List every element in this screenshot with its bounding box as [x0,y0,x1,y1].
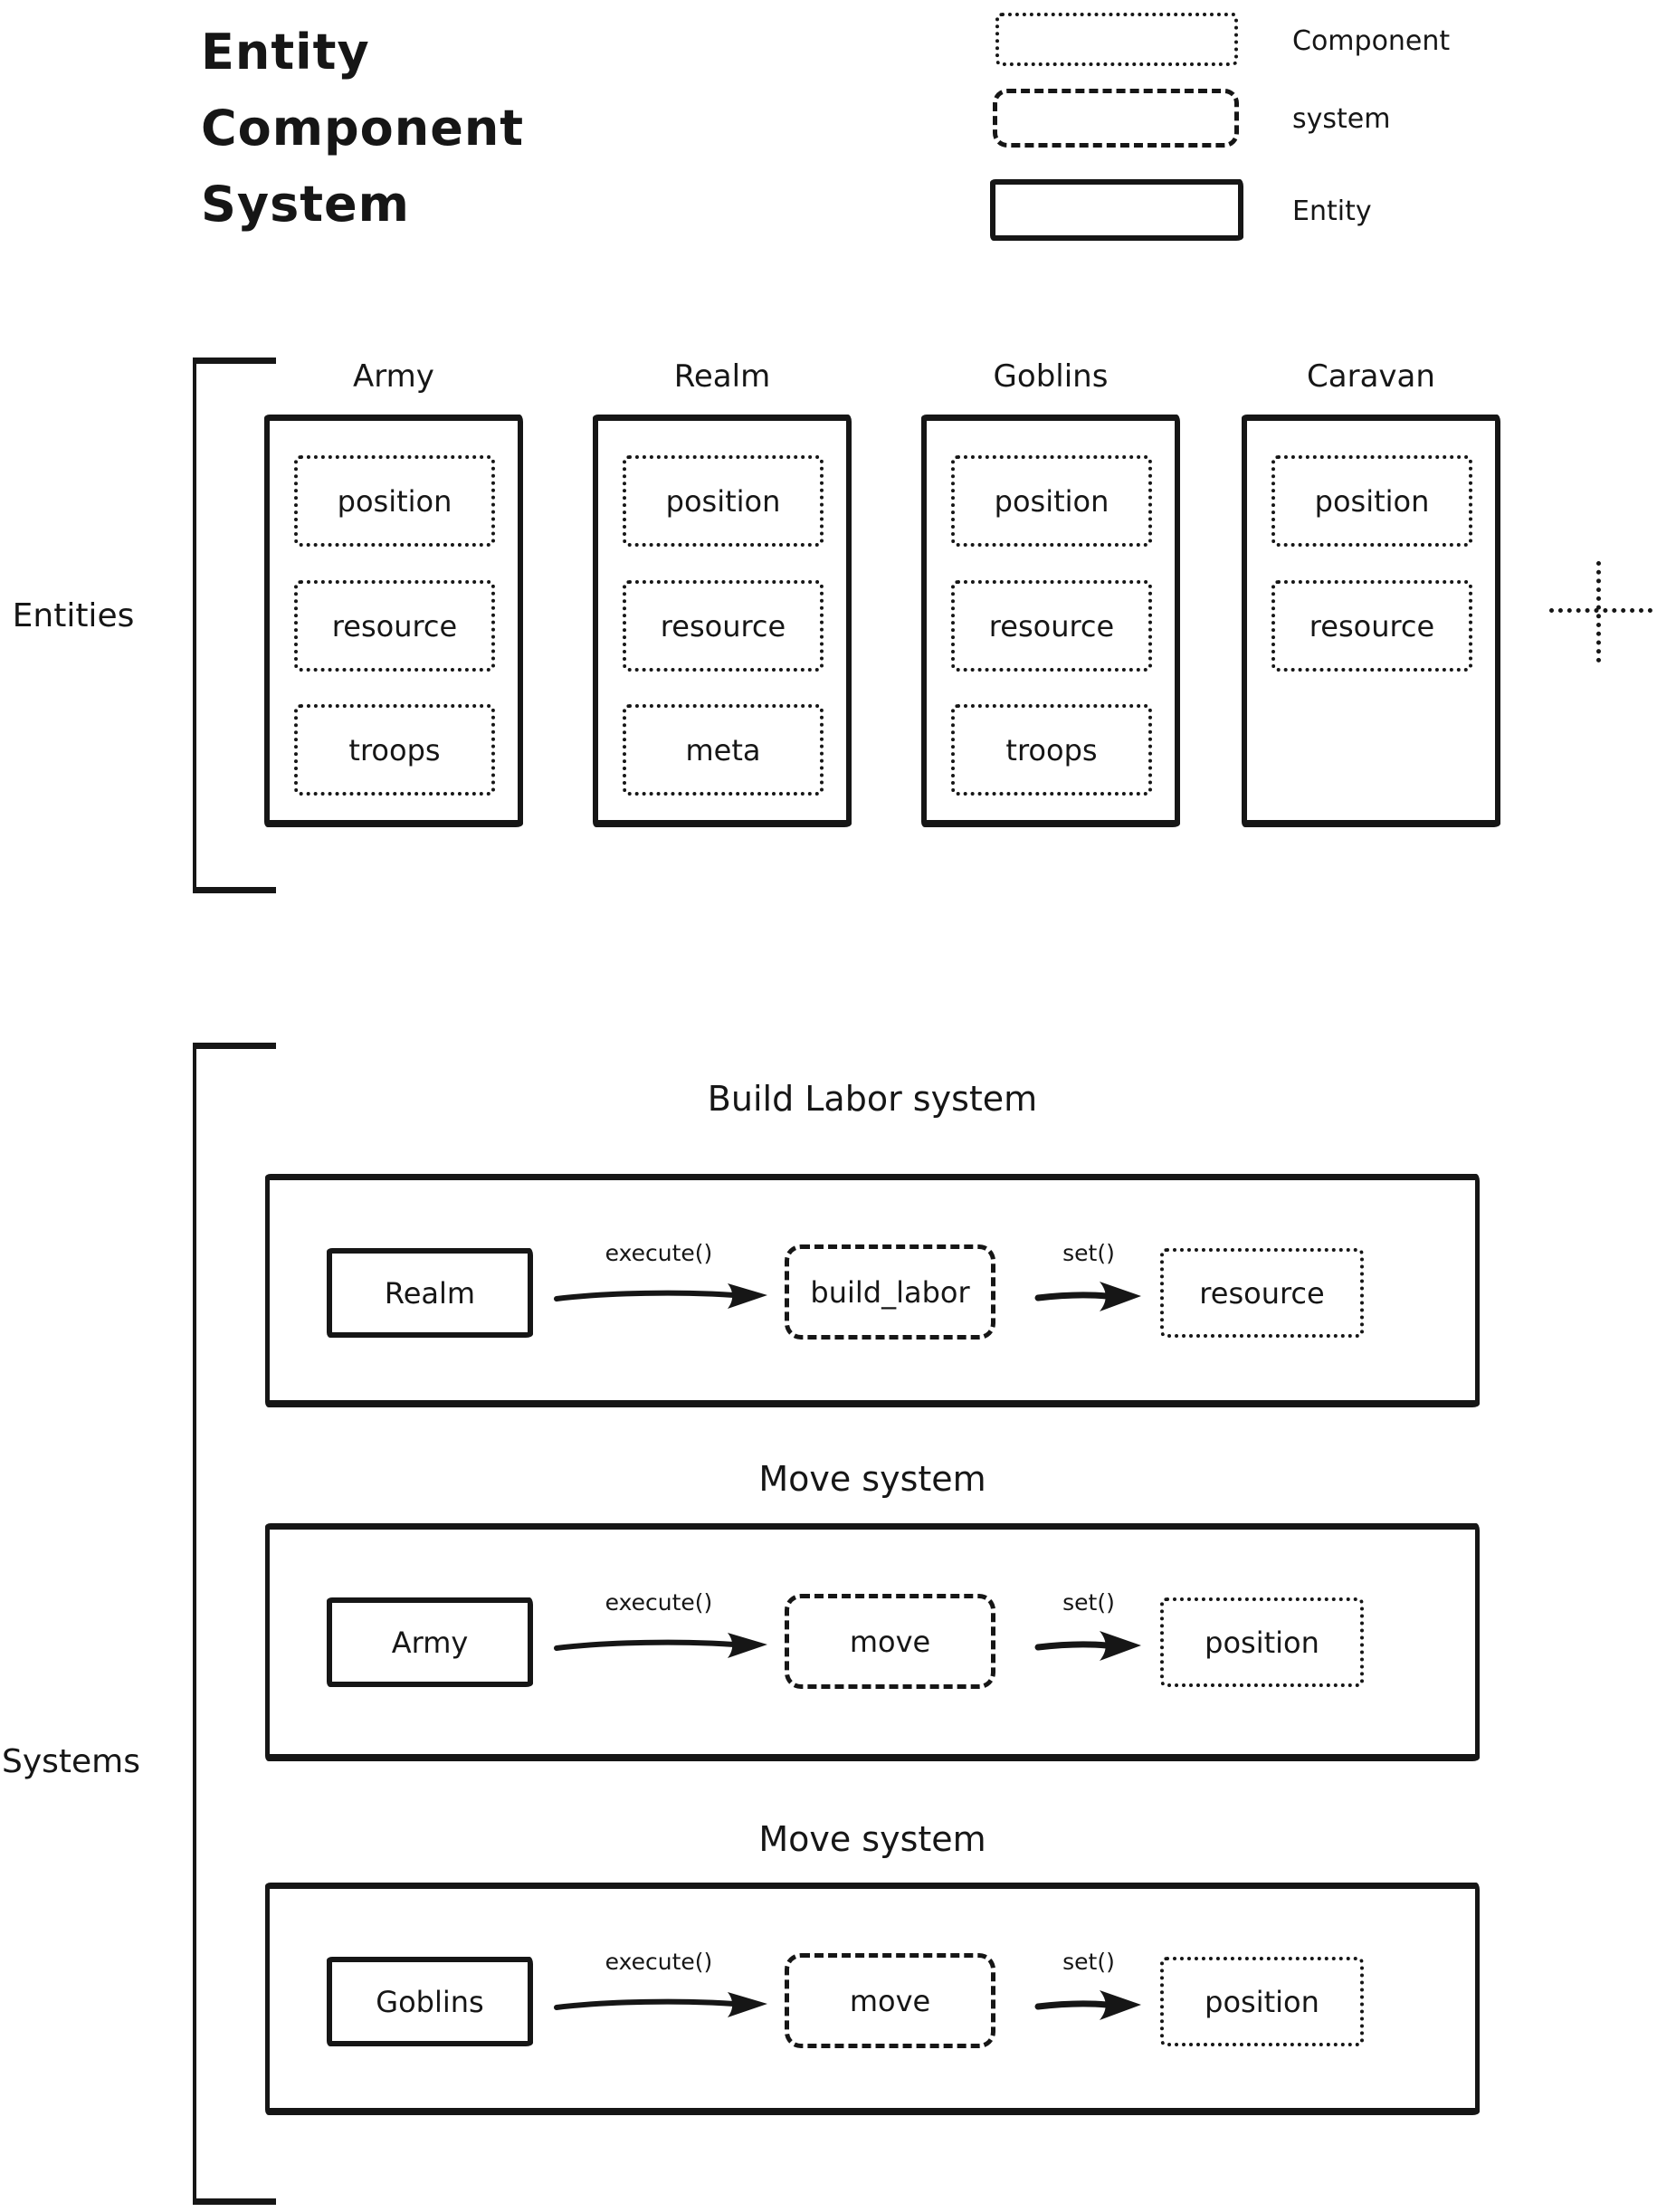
execute-arrow-icon [554,1283,767,1309]
entity-label: Realm [384,1275,476,1311]
entities-section-label: Entities [12,597,135,634]
system-box-move-goblins: Goblins execute() move set() position [265,1883,1480,2115]
component-label: position [994,483,1109,519]
component-label: position [1314,483,1430,519]
plus-vertical-stroke [1596,561,1601,663]
execute-arrow-icon [554,1633,767,1658]
entity-box-realm: position resource meta [593,415,852,827]
system-title: Move system [758,1459,986,1499]
set-call-label: set() [1062,1240,1115,1266]
entity-title-realm: Realm [673,358,771,395]
component-label: resource [988,608,1115,644]
system-title: Build Labor system [707,1079,1038,1119]
component-label: position [337,483,452,519]
system-component-position: position [1160,1957,1364,2046]
execute-arrow-icon [554,1992,767,2017]
entity-box-caravan: position resource [1242,415,1500,827]
entity-label: Goblins [376,1984,484,2019]
execute-call-label: execute() [605,1240,713,1266]
set-call-label: set() [1062,1589,1115,1616]
system-fn-build-labor: build_labor [785,1244,995,1340]
systems-section-label: Systems [2,1743,140,1780]
set-arrow-icon [1034,1990,1141,2020]
set-arrow-icon [1034,1282,1141,1311]
component-box-resource: resource [951,580,1152,672]
component-box-troops: troops [951,704,1152,796]
entity-title-goblins: Goblins [993,358,1109,395]
component-box-resource: resource [1271,580,1472,672]
system-box-build-labor: Realm execute() build_labor set() resour… [265,1174,1480,1407]
entity-column-goblins: Goblins position resource troops [921,358,1180,827]
diagram-title: Entity Component System [201,24,525,233]
system-fn-move: move [785,1594,995,1689]
system-box-move-army: Army execute() move set() position [265,1523,1480,1761]
component-label: resource [1309,608,1435,644]
component-label: position [665,483,781,519]
fn-label: build_labor [810,1274,970,1310]
fn-label: move [849,1983,931,2018]
component-label: resource [1199,1275,1325,1311]
entity-column-caravan: Caravan position resource [1242,358,1500,827]
component-box-resource: resource [623,580,824,672]
entity-title-caravan: Caravan [1307,358,1435,395]
component-box-position: position [294,455,495,547]
system-fn-move: move [785,1953,995,2048]
component-label: position [1205,1984,1319,2019]
systems-bracket [193,1043,276,2205]
legend-system-label: system [1292,103,1391,135]
legend-entity-swatch-icon [990,179,1243,241]
component-label: meta [685,732,761,768]
entities-bracket [193,358,276,893]
fn-label: move [849,1624,931,1659]
set-call-label: set() [1062,1949,1115,1975]
system-component-position: position [1160,1597,1364,1687]
component-box-troops: troops [294,704,495,796]
set-arrow-icon [1034,1631,1141,1661]
component-box-position: position [951,455,1152,547]
component-label: troops [1005,732,1098,768]
legend-system-swatch-icon [993,89,1239,148]
component-label: resource [331,608,458,644]
system-title: Move system [758,1819,986,1859]
legend-component-swatch-icon [995,13,1238,66]
entity-label: Army [391,1625,469,1660]
execute-call-label: execute() [605,1589,713,1616]
legend-component-label: Component [1292,25,1451,57]
execute-call-label: execute() [605,1949,713,1975]
plus-horizontal-stroke [1549,608,1652,613]
component-label: position [1205,1625,1319,1660]
system-entity-army: Army [327,1597,533,1687]
system-component-resource: resource [1160,1248,1364,1338]
legend-entity-label: Entity [1292,195,1372,227]
entity-box-army: position resource troops [264,415,523,827]
component-box-resource: resource [294,580,495,672]
component-box-position: position [1271,455,1472,547]
system-entity-realm: Realm [327,1248,533,1338]
component-box-position: position [623,455,824,547]
entity-title-army: Army [353,358,434,395]
entity-box-goblins: position resource troops [921,415,1180,827]
entity-column-army: Army position resource troops [264,358,523,827]
component-label: troops [348,732,441,768]
entity-column-realm: Realm position resource meta [593,358,852,827]
component-label: resource [660,608,786,644]
component-box-meta: meta [623,704,824,796]
system-entity-goblins: Goblins [327,1957,533,2046]
